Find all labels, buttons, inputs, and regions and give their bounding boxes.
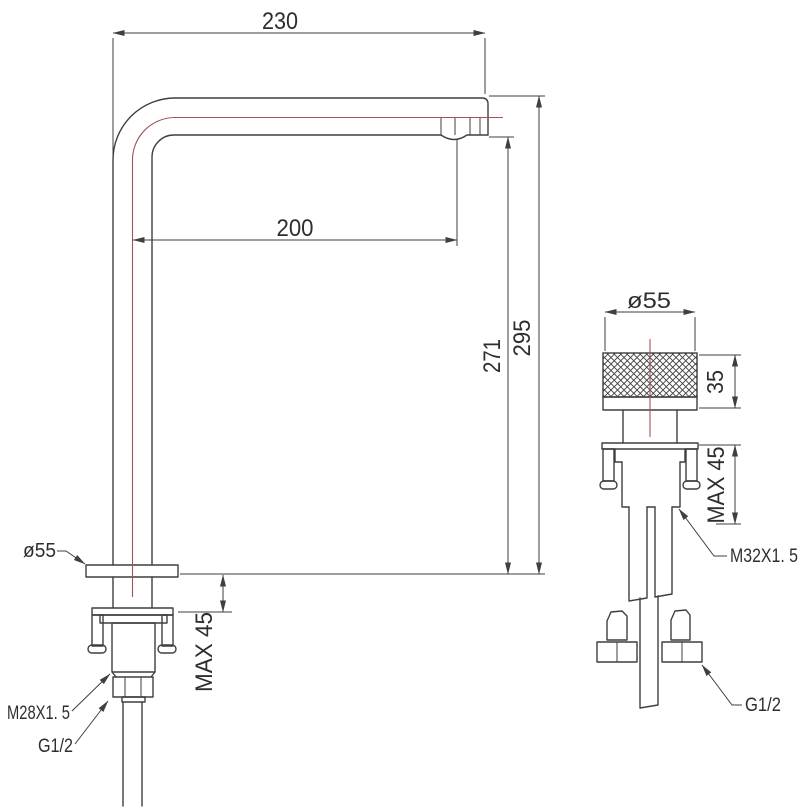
side-bolt-cap-left — [599, 480, 618, 490]
side-bracket-plate — [601, 442, 699, 450]
side-shank-body — [621, 461, 681, 508]
dim-200: 200 — [132, 140, 458, 246]
dim-max45-front: MAX 45 — [178, 574, 232, 692]
dim-200-text: 200 — [277, 215, 314, 242]
center-hose — [639, 595, 659, 709]
dim-271: 271 — [479, 136, 514, 575]
dim-230-text: 230 — [262, 8, 298, 35]
front-centerline — [131, 116, 503, 597]
dim-max45-side: MAX 45 — [699, 444, 741, 525]
body-below-flange — [112, 576, 153, 609]
label-g12-front: G1/2 — [38, 700, 109, 757]
dim-max45-side-text: MAX 45 — [703, 447, 730, 524]
hex-nut-facets — [124, 677, 142, 697]
side-bolt-left — [602, 448, 615, 482]
dim-295-text: 295 — [509, 320, 536, 357]
shank-body — [111, 622, 156, 673]
aerator-detail-lines — [440, 117, 481, 135]
label-m32-text: M32X1. 5 — [730, 546, 798, 567]
label-m28-front: M28X1. 5 — [7, 673, 111, 724]
side-view-outline — [596, 339, 703, 709]
spout-outer-contour — [112, 97, 489, 566]
hex-nut — [112, 676, 154, 698]
label-d55-front-text: ø55 — [23, 540, 56, 562]
label-g12-front-text: G1/2 — [38, 736, 73, 757]
bracket-bolt-left — [91, 614, 104, 647]
hose-fitting-right — [661, 609, 703, 663]
dim-d55-side: ø55 — [604, 288, 696, 351]
dim-295: 295 — [489, 95, 545, 575]
label-m32-side: M32X1. 5 — [678, 508, 798, 567]
dim-35-text: 35 — [702, 370, 728, 394]
dim-230: 230 — [112, 8, 486, 157]
dim-35: 35 — [699, 354, 741, 409]
spout-inner-contour — [151, 134, 442, 566]
mounting-bracket-clamp — [99, 614, 168, 624]
hose-fitting-left — [596, 610, 638, 663]
dim-d55-side-text: ø55 — [627, 288, 671, 313]
bracket-bolt-cap-right — [157, 644, 177, 654]
dim-271-text: 271 — [479, 339, 506, 373]
dim-max45-front-text: MAX 45 — [191, 612, 218, 692]
front-view-outline — [85, 97, 503, 807]
label-m28-text: M28X1. 5 — [7, 703, 70, 724]
side-bolt-cap-right — [682, 480, 701, 490]
handle-neck — [622, 409, 678, 444]
aerator-outline — [440, 134, 489, 141]
inlet-tube-left — [628, 506, 648, 602]
shank-chamfer — [111, 671, 156, 678]
hose-collar — [121, 696, 146, 703]
mounting-bracket-plate — [91, 607, 174, 616]
label-g12-side-text: G1/2 — [745, 695, 781, 716]
label-g12-side: G1/2 — [701, 664, 781, 716]
label-d55-front: ø55 — [23, 540, 86, 565]
bracket-bolt-right — [161, 614, 174, 647]
side-bolt-right — [685, 448, 698, 482]
side-bracket-step — [614, 448, 686, 463]
inlet-tube-right — [654, 506, 673, 598]
supply-hose — [122, 701, 143, 807]
bracket-bolt-cap-left — [87, 644, 107, 654]
